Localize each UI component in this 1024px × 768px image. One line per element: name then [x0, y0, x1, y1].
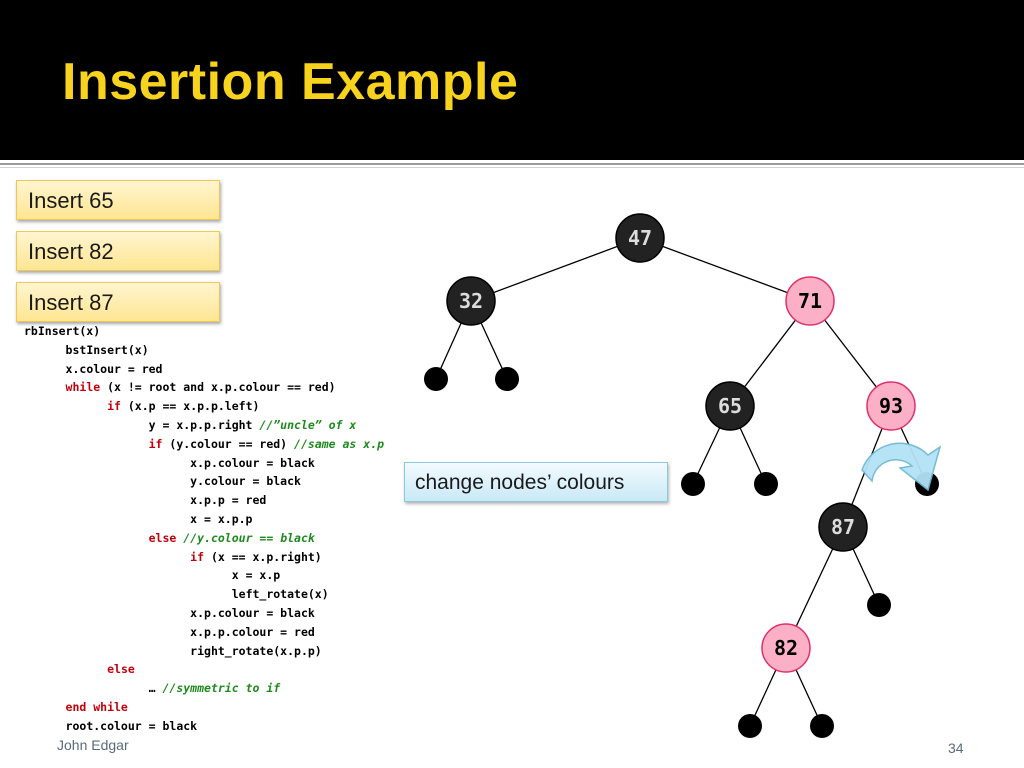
step-insert-87: Insert 87 [16, 282, 220, 322]
code-line: bstInsert(x) [65, 342, 149, 357]
node-key: 93 [879, 394, 903, 418]
code-line: x.p.colour = black [190, 455, 315, 470]
code-line: right_rotate(x.p.p) [190, 643, 322, 658]
nil-leaf [495, 367, 519, 391]
tree-edge [639, 237, 811, 302]
node-key: 82 [774, 636, 798, 660]
nil-leaf [738, 714, 762, 738]
nil-leaf [424, 367, 448, 391]
red-node-82: 82 [761, 623, 811, 673]
code-line: y = x.p.p.right //”uncle” of x [148, 417, 357, 432]
code-line: x = x.p.p [190, 511, 253, 526]
pseudocode-block: rbInsert(x) bstInsert(x) x.colour = red … [24, 322, 384, 736]
code-line: end while [65, 699, 128, 714]
callout-change-colours: change nodes’ colours [404, 462, 668, 502]
code-line: x.p.colour = black [190, 605, 315, 620]
code-line: x.p.p = red [190, 493, 267, 508]
node-key: 32 [459, 289, 483, 313]
code-line: if (x.p == x.p.p.left) [107, 399, 260, 414]
nil-leaf [754, 472, 778, 496]
code-line: else [107, 662, 135, 677]
code-line: rbInsert(x) [24, 324, 101, 338]
nil-leaf [867, 593, 891, 617]
code-line: while (x != root and x.p.colour == red) [65, 380, 336, 395]
red-node-71: 71 [785, 276, 835, 326]
footer-author: John Edgar [57, 737, 129, 753]
node-circle [785, 276, 835, 326]
node-circle [615, 213, 665, 263]
code-line: x = x.p [231, 568, 281, 583]
header-divider [0, 163, 1024, 165]
node-key: 47 [628, 226, 652, 250]
node-circle [866, 381, 916, 431]
node-key: 65 [718, 394, 742, 418]
step-insert-82: Insert 82 [16, 231, 220, 271]
code-line: … //symmetric to if [148, 681, 281, 696]
node-circle [818, 502, 868, 552]
node-key: 71 [798, 289, 822, 313]
code-line: root.colour = black [65, 718, 198, 733]
black-node-47: 47 [615, 213, 665, 263]
page-number: 34 [948, 740, 964, 756]
node-circle [705, 381, 755, 431]
title-bar: Insertion Example [0, 0, 1024, 160]
code-line: if (y.colour == red) //same as x.p [148, 436, 385, 451]
code-line: x.colour = red [65, 361, 163, 376]
node-circle [761, 623, 811, 673]
red-node-93: 93 [866, 381, 916, 431]
node-key: 87 [831, 515, 855, 539]
code-line: left_rotate(x) [231, 587, 329, 602]
nil-leaf [810, 714, 834, 738]
code-line: if (x == x.p.right) [190, 549, 322, 564]
nil-leaf [681, 472, 705, 496]
rotate-right-arrow-icon [861, 442, 942, 492]
header-divider-thin [0, 167, 1024, 168]
black-node-87: 87 [818, 502, 868, 552]
code-line: y.colour = black [190, 474, 301, 489]
node-circle [446, 276, 496, 326]
code-line: else //y.colour == black [148, 530, 315, 545]
code-line: x.p.p.colour = red [190, 624, 315, 639]
slide-title: Insertion Example [62, 53, 519, 111]
black-node-32: 32 [446, 276, 496, 326]
step-insert-65: Insert 65 [16, 180, 220, 220]
tree-edge [470, 237, 641, 302]
black-node-65: 65 [705, 381, 755, 431]
